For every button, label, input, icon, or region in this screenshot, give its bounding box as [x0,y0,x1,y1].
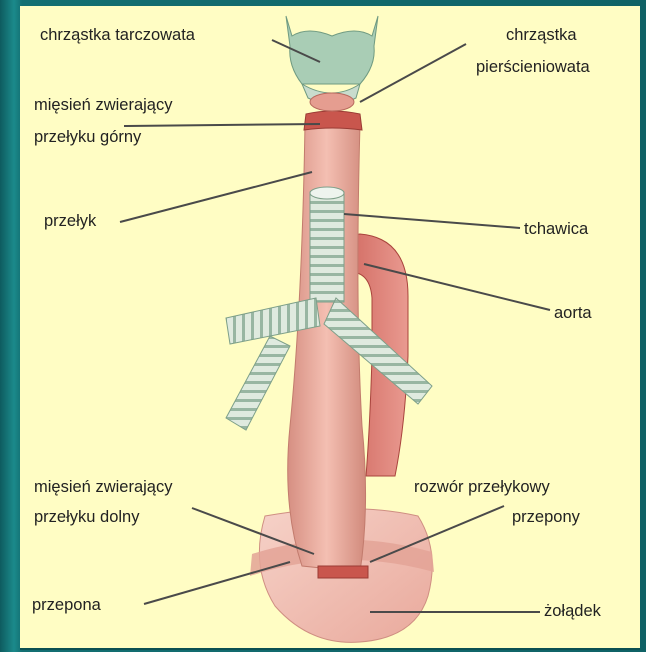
label-upper-sphincter-line1: mięsień zwierający [34,94,172,116]
diagram-panel: chrząstka tarczowata chrząstka pierścien… [20,6,640,650]
thyroid-cartilage-shape [286,16,378,104]
label-trachea: tchawica [524,218,588,240]
leader-upper-sphincter [124,124,320,126]
label-lower-sphincter-line2: przełyku dolny [34,506,139,528]
label-cricoid-cartilage-line2: pierścieniowata [476,56,590,78]
label-hiatus-line2: przepony [512,506,580,528]
label-stomach: żołądek [544,600,601,622]
upper-sphincter-band [304,111,362,130]
label-aorta: aorta [554,302,592,324]
lower-sphincter-band [318,566,368,578]
trachea-shape [310,187,344,302]
label-diaphragm: przepona [32,594,101,616]
label-cricoid-cartilage-line1: chrząstka [506,24,577,46]
label-lower-sphincter-line1: mięsień zwierający [34,476,172,498]
label-thyroid-cartilage: chrząstka tarczowata [40,24,195,46]
leader-cricoid [360,44,466,102]
leader-esophagus [120,172,312,222]
leader-trachea [344,214,520,228]
cricoid-cartilage-shape [310,93,354,111]
label-upper-sphincter-line2: przełyku górny [34,126,141,148]
label-hiatus-line1: rozwór przełykowy [414,476,550,498]
label-esophagus: przełyk [44,210,96,232]
